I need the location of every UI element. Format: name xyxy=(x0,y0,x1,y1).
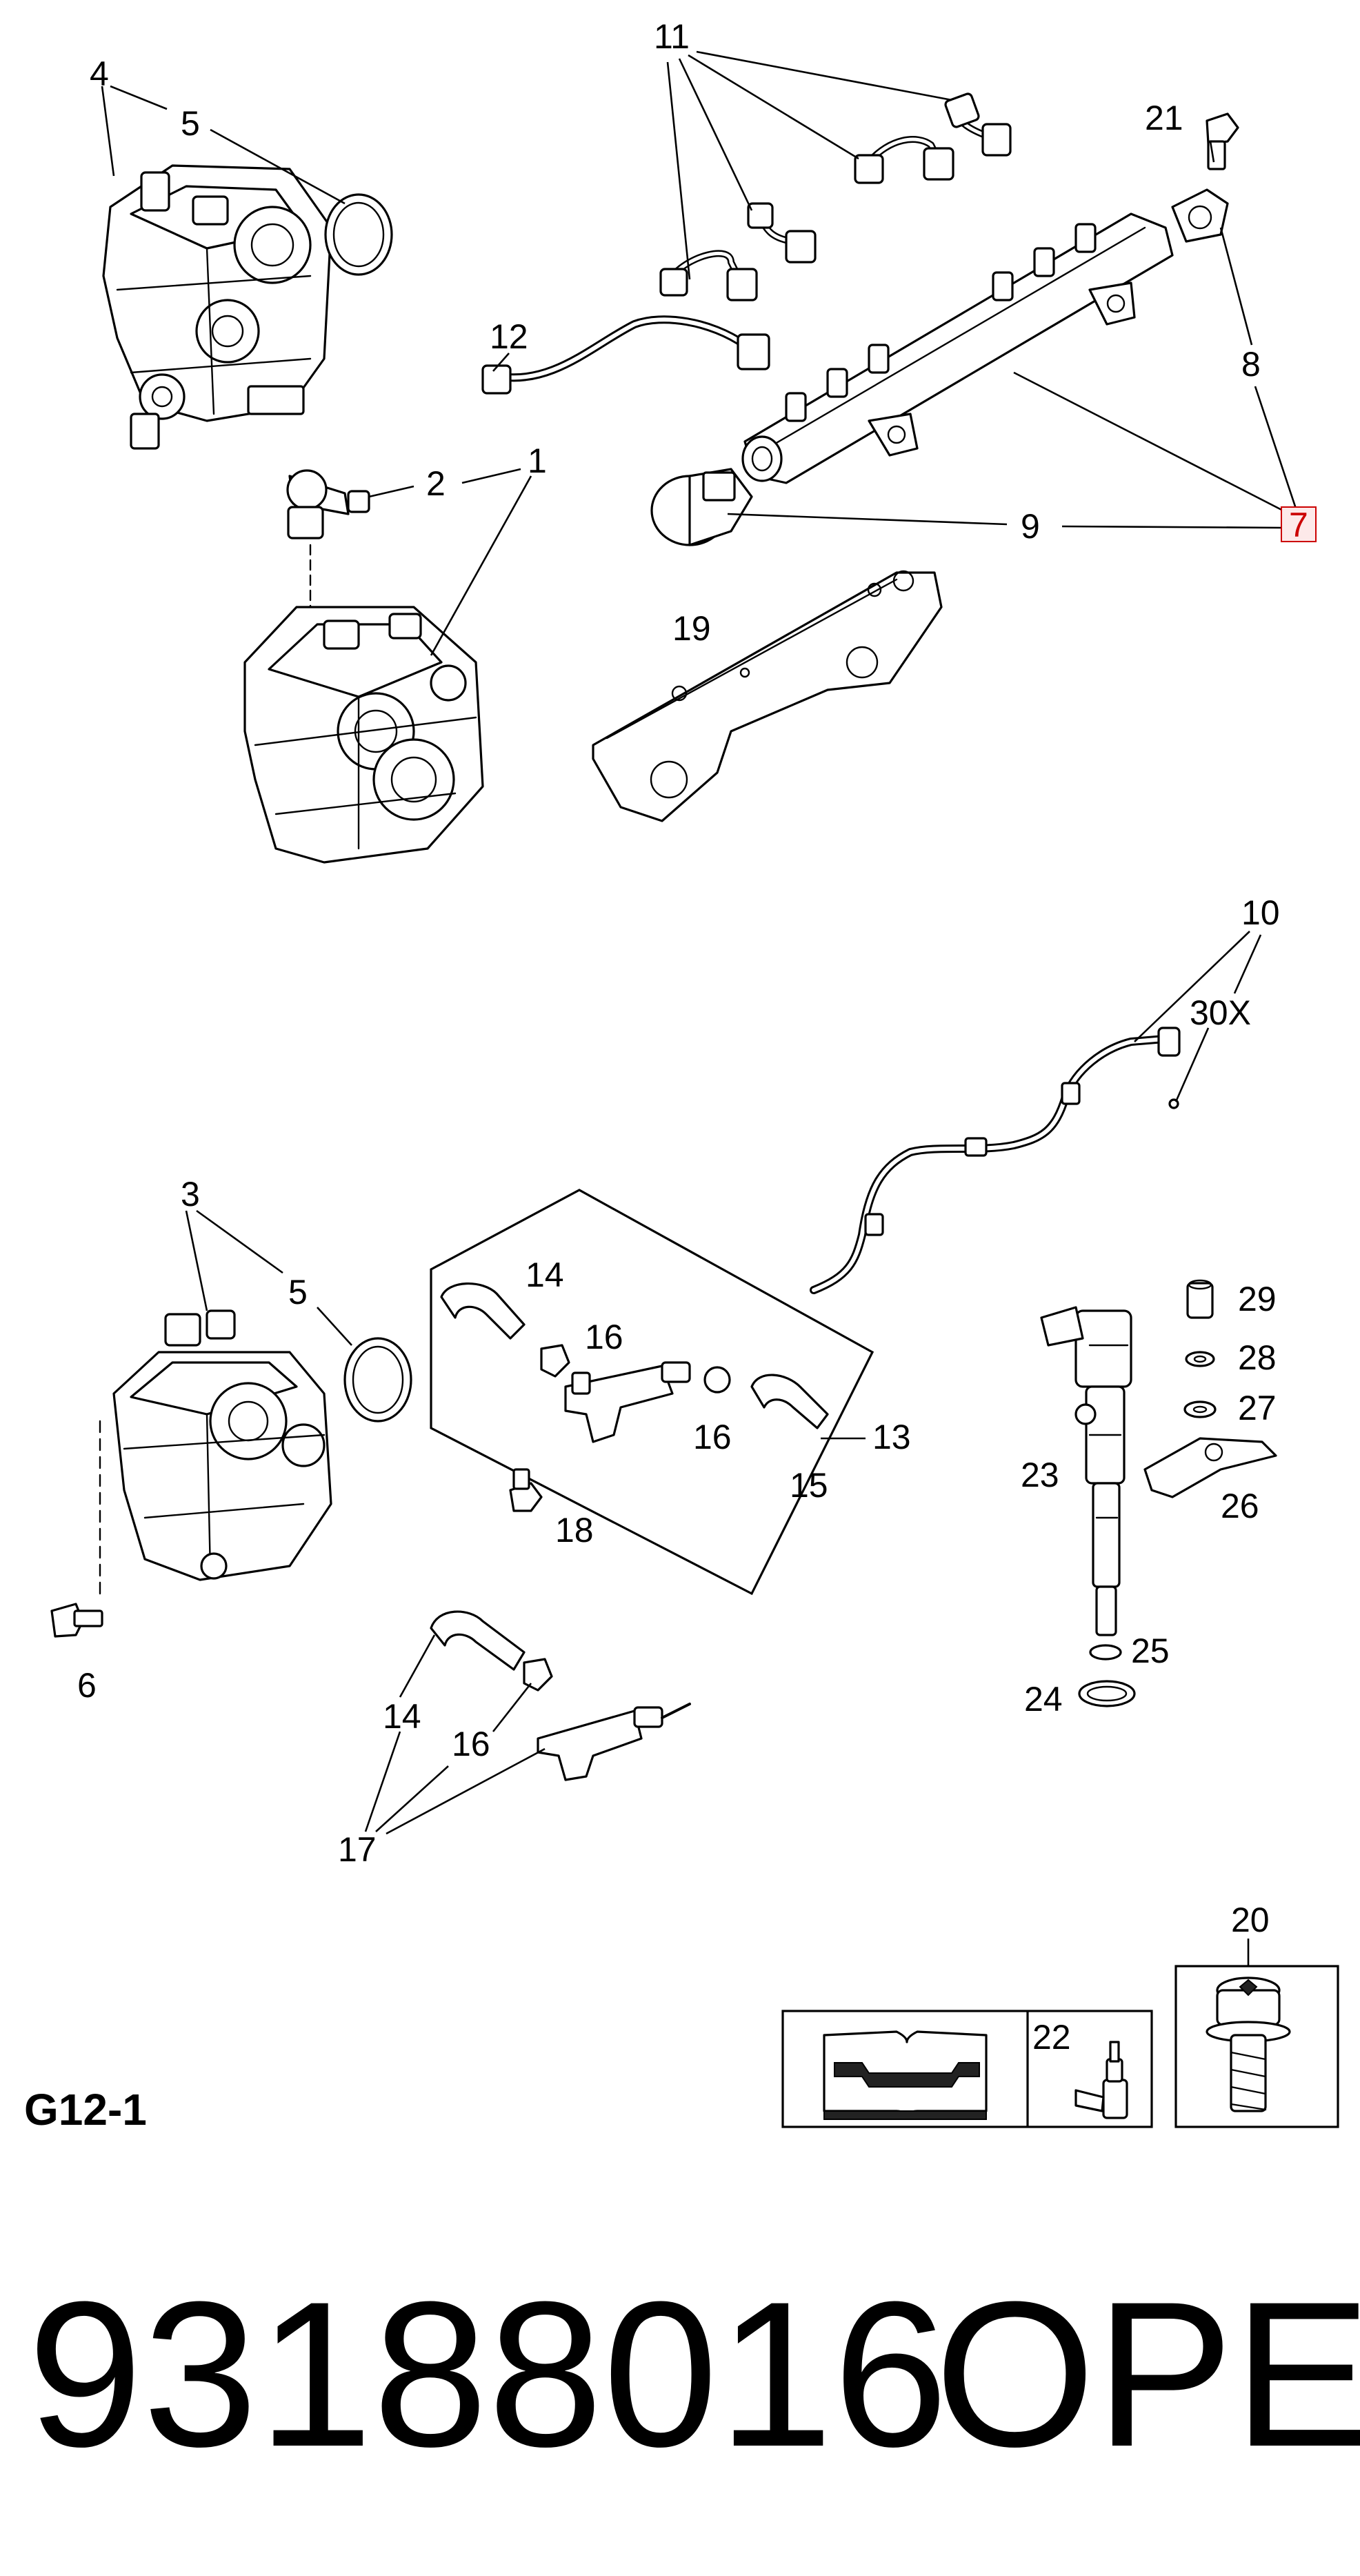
bolt-6 xyxy=(50,1420,103,1638)
fuel-line-11d xyxy=(659,250,758,301)
callout-15: 15 xyxy=(790,1466,828,1505)
part-number: 93188016 xyxy=(28,2258,948,2490)
callout-22: 22 xyxy=(1032,2018,1071,2057)
callout-2: 2 xyxy=(426,464,446,503)
o-ring-top xyxy=(324,193,393,276)
connector-tee xyxy=(564,1361,691,1443)
fuel-line-11c xyxy=(747,202,817,264)
leader-lines xyxy=(101,50,1298,1966)
hose-14 xyxy=(440,1282,526,1340)
callout-16-box-b: 16 xyxy=(693,1418,732,1456)
callout-21: 21 xyxy=(1145,99,1183,137)
pressure-regulator-9 xyxy=(650,468,753,546)
bolt-18 xyxy=(509,1468,543,1512)
callout-11: 11 xyxy=(654,17,690,56)
service-icon-box xyxy=(781,2010,1153,2128)
injector-23 xyxy=(1040,1306,1132,1636)
callout-3: 3 xyxy=(181,1175,200,1213)
callout-23: 23 xyxy=(1021,1456,1059,1494)
brand-name: OPEL xyxy=(934,2258,1360,2490)
callout-19: 19 xyxy=(672,609,711,648)
seal-25 xyxy=(1089,1644,1122,1661)
callout-12: 12 xyxy=(490,317,528,356)
fuel-line-12 xyxy=(481,315,770,395)
rail-bracket-19 xyxy=(592,570,943,822)
manual-book-wrench-icon xyxy=(823,2030,988,2120)
sheet-code: G12-1 xyxy=(24,2085,147,2134)
callout-labels: 4 5 11 21 12 8 2 1 9 7 19 10 30X 3 5 14 … xyxy=(77,17,1317,2057)
fuel-return-line-10 xyxy=(810,1027,1181,1294)
washer-28 xyxy=(1185,1351,1215,1367)
callout-6: 6 xyxy=(77,1666,97,1705)
hose-15 xyxy=(750,1374,829,1429)
seal-24 xyxy=(1078,1680,1136,1707)
callout-7-highlight[interactable]: 7 xyxy=(1281,506,1317,544)
callout-20: 20 xyxy=(1231,1901,1270,1939)
fuel-line-11b xyxy=(854,136,954,184)
callout-1: 1 xyxy=(528,442,547,480)
bolt-21 xyxy=(1206,112,1239,170)
clamp-26 xyxy=(1143,1437,1277,1498)
callout-26: 26 xyxy=(1221,1487,1259,1525)
callout-28: 28 xyxy=(1238,1338,1277,1377)
return-kit-box-13 xyxy=(430,1189,874,1596)
return-connector-17 xyxy=(430,1610,691,1781)
nut-29 xyxy=(1186,1279,1214,1319)
torx-screw-icon xyxy=(1206,1976,1291,2112)
callout-7: 7 xyxy=(1289,506,1308,544)
callout-5-bottom: 5 xyxy=(288,1273,308,1311)
washer-27 xyxy=(1183,1400,1217,1418)
callout-29: 29 xyxy=(1238,1280,1277,1318)
fuel-line-11a xyxy=(944,92,1012,157)
callout-16-lower: 16 xyxy=(452,1725,490,1763)
callout-25: 25 xyxy=(1131,1632,1170,1670)
callout-5-top: 5 xyxy=(181,104,200,143)
callout-18: 18 xyxy=(555,1511,594,1549)
fuel-rail xyxy=(741,212,1174,484)
callout-17: 17 xyxy=(338,1830,377,1869)
high-pressure-pump-3 xyxy=(112,1309,332,1581)
callout-8: 8 xyxy=(1241,345,1261,384)
callout-10: 10 xyxy=(1241,893,1280,932)
callout-27: 27 xyxy=(1238,1389,1277,1427)
callout-30x: 30X xyxy=(1190,993,1251,1032)
clip-16a xyxy=(540,1344,570,1378)
callout-16-box-a: 16 xyxy=(585,1318,623,1356)
callout-9: 9 xyxy=(1021,507,1040,546)
callout-24: 24 xyxy=(1024,1680,1063,1718)
high-pressure-pump-top xyxy=(102,164,332,450)
callout-13: 13 xyxy=(872,1418,911,1456)
o-ring-5 xyxy=(343,1337,412,1423)
callout-14-lower: 14 xyxy=(383,1697,421,1736)
clip-16b xyxy=(703,1366,731,1394)
high-pressure-pump-1 xyxy=(243,606,484,864)
callout-14-box: 14 xyxy=(526,1256,564,1294)
sealant-tube-icon xyxy=(1074,2041,1128,2119)
torx-screw-box xyxy=(1174,1965,1339,2128)
pressure-sensor-8 xyxy=(1171,188,1229,243)
callout-4: 4 xyxy=(90,55,109,93)
